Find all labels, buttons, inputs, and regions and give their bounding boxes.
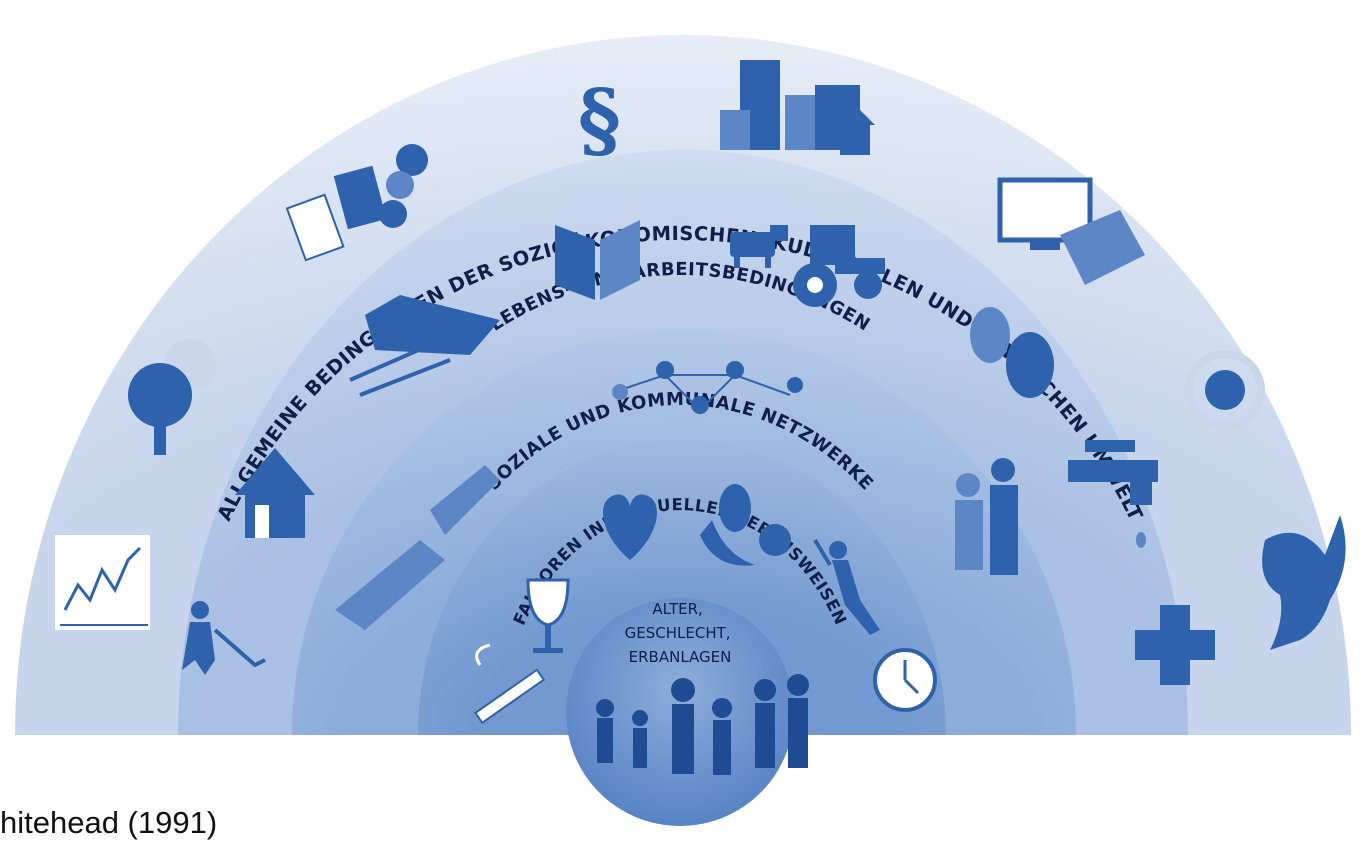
book-icon: [555, 220, 640, 300]
tv-newspaper-icon: [997, 177, 1145, 285]
core-label: ALTER, GESCHLECHT, ERBANLAGEN: [625, 600, 736, 666]
heart-icon: [603, 494, 657, 560]
money-icon: [285, 144, 428, 262]
water-tap-icon: [1068, 440, 1158, 548]
recycle-globe-icon: [1185, 350, 1265, 430]
tractor-icon: [793, 225, 885, 307]
wine-glass-icon: [526, 578, 570, 653]
city-icon: [720, 60, 875, 155]
worker-icon: [182, 601, 266, 675]
house-icon: [235, 448, 315, 538]
fruit-icon: [700, 484, 791, 566]
handshake-icon: [335, 465, 500, 630]
medical-cross-icon: [1135, 605, 1215, 685]
cow-icon: [730, 225, 788, 268]
network-icon: [612, 361, 803, 414]
family-icon: [955, 458, 1018, 575]
clock-icon: [873, 648, 937, 712]
theatre-masks-icon: [970, 307, 1054, 398]
exercise-icon: [813, 538, 880, 635]
chart-icon: [55, 535, 150, 630]
paragraph-icon: §: [578, 72, 621, 168]
train-icon: [349, 295, 500, 397]
dove-icon: [1262, 515, 1346, 650]
citation-text: hitehead (1991): [0, 805, 218, 840]
people-group-icon: [596, 674, 809, 775]
ring-individual-lifestyle: [418, 440, 946, 735]
tree-sun-icon: [128, 339, 216, 455]
cigarette-icon: [474, 643, 546, 725]
